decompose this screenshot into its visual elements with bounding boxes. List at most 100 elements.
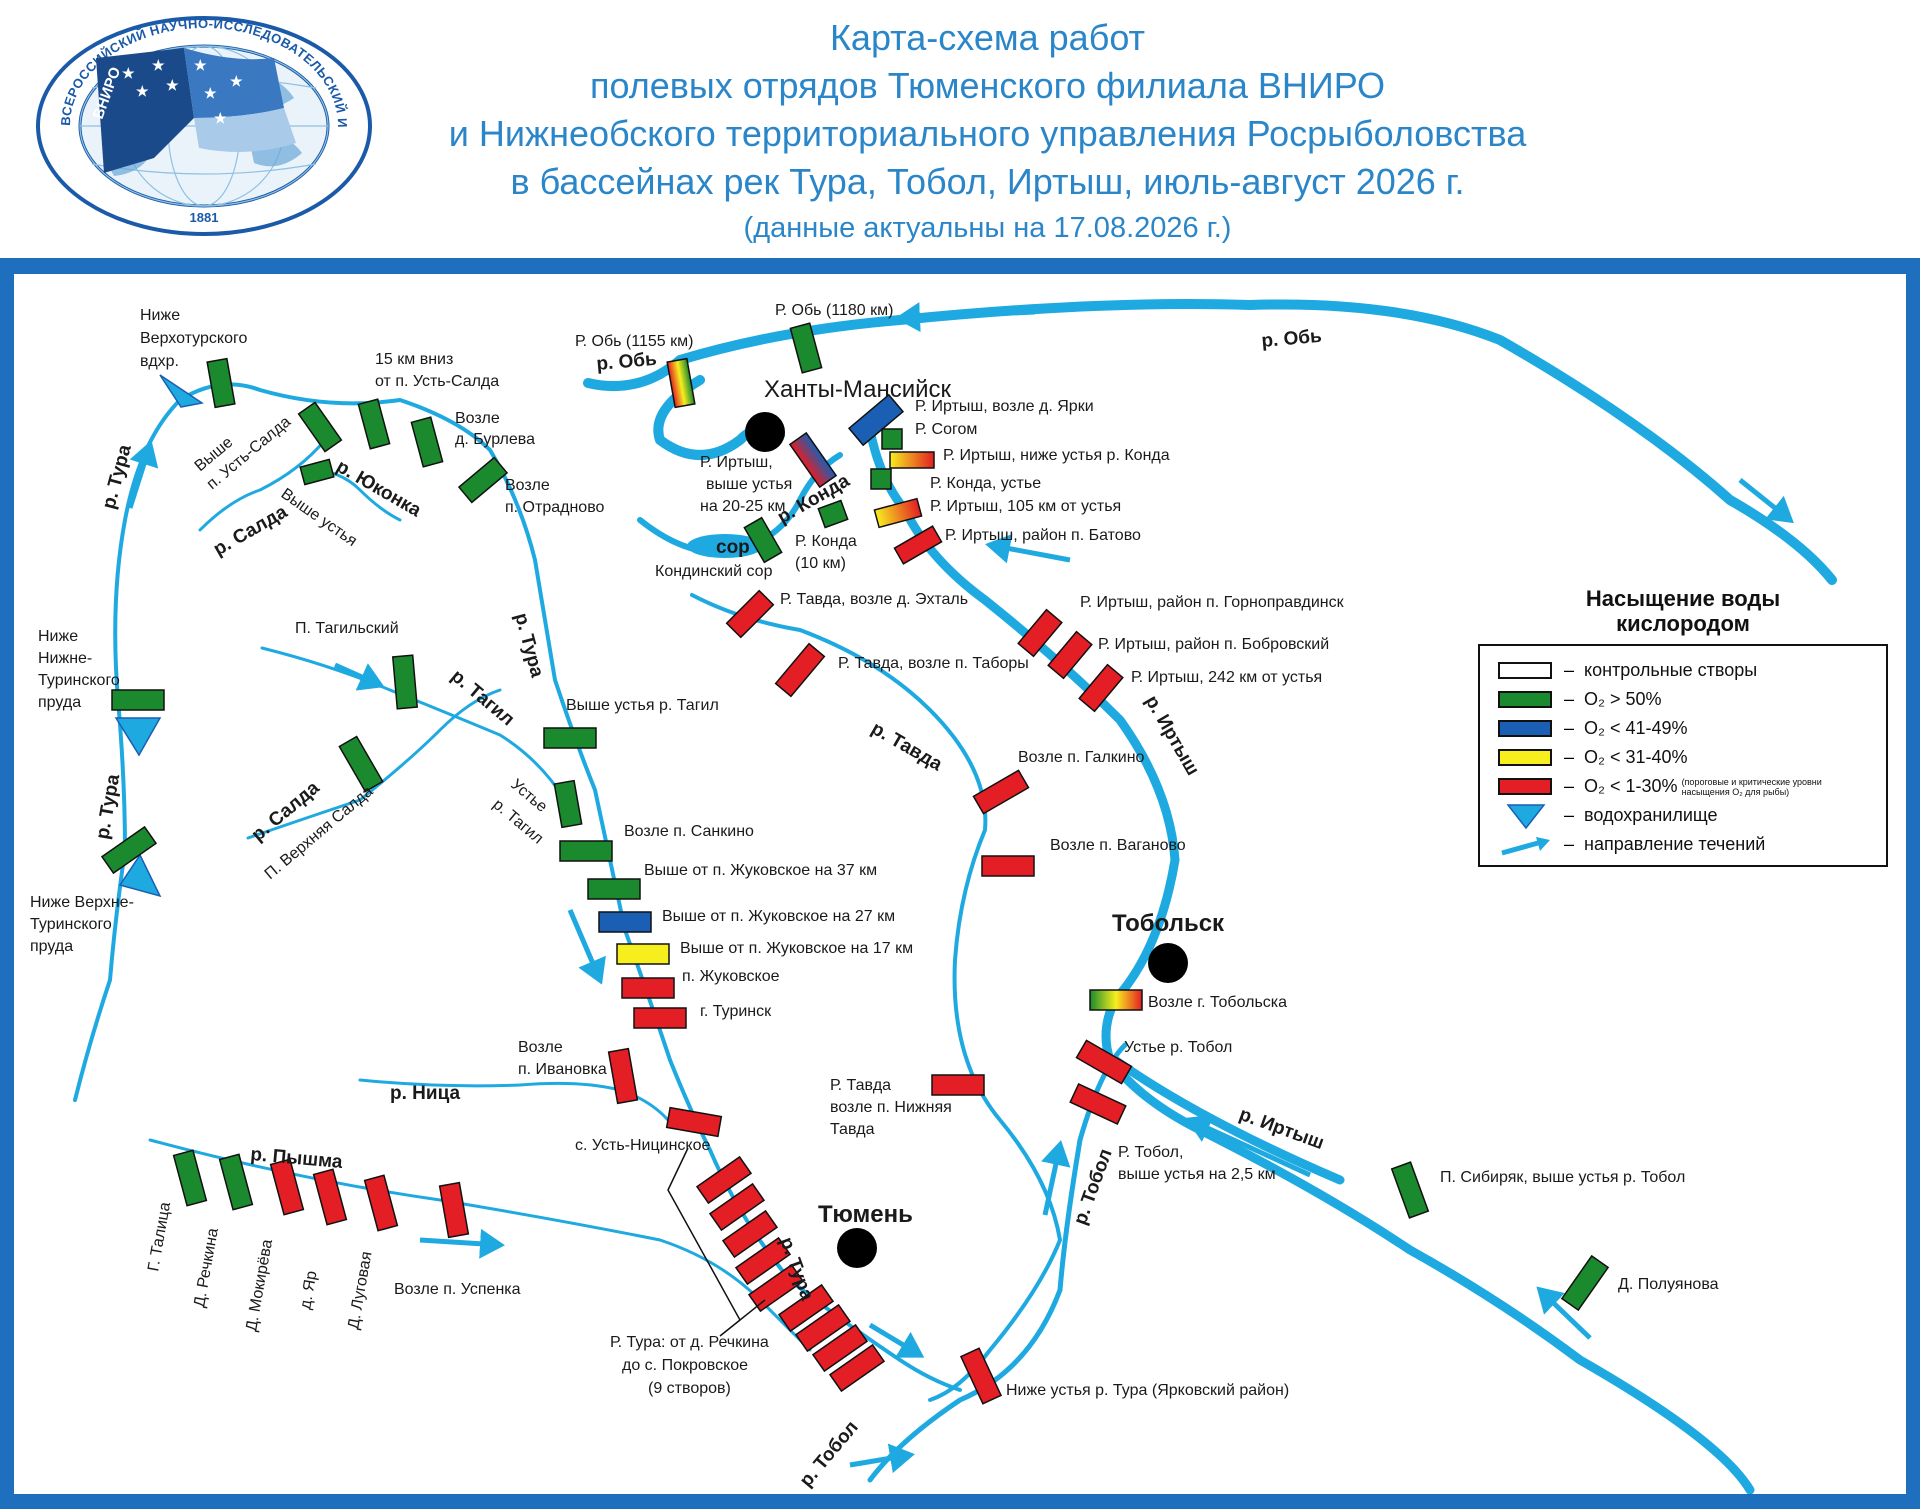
- stations: [100, 322, 1610, 1405]
- river-label-tavda: р. Тавда: [868, 718, 947, 775]
- flow-arrow: [895, 302, 1036, 333]
- flow-arrow: [419, 1228, 505, 1259]
- title-line-1: Карта-схема работ: [829, 17, 1146, 58]
- station-label: П. Верхняя Салда: [262, 783, 377, 883]
- bracket: [667, 1147, 766, 1337]
- station-marker: [1047, 630, 1093, 680]
- station-label: Д. Речкина: [191, 1227, 222, 1309]
- station-marker: [598, 911, 652, 933]
- station-label: Выше от п. Жуковское на 27 км: [662, 908, 895, 925]
- station-marker: [665, 1106, 723, 1138]
- map-frame: р. Обь р. Обь р. Тура р. Тура р. Салда р…: [0, 258, 1920, 1509]
- river-tagil: [260, 646, 567, 802]
- station-marker: [788, 431, 838, 489]
- station-label: Верхотурского: [140, 330, 247, 347]
- flow-arrow: [567, 909, 606, 985]
- station-marker: [789, 322, 823, 374]
- flow-arrow: [849, 1443, 915, 1474]
- station-label: Возле п. Успенка: [394, 1281, 521, 1298]
- legend-swatch-red: [1498, 778, 1552, 795]
- header: ВСЕРОССИЙСКИЙ НАУЧНО-ИССЛЕДОВАТЕЛЬСКИЙ И…: [0, 0, 1920, 258]
- station-label: Р. Иртыш, ниже устья р. Конда: [943, 447, 1170, 464]
- station-marker: [666, 357, 696, 409]
- station-label: (10 км): [795, 555, 846, 572]
- map-area: р. Обь р. Обь р. Тура р. Тура р. Салда р…: [14, 274, 1906, 1495]
- station-label: на 20-25 км: [700, 498, 786, 515]
- flow-arrow: [333, 662, 385, 691]
- legend-box: –контрольные створы –O₂ > 50% –O₂ < 41-4…: [1478, 644, 1888, 867]
- station-marker: [889, 451, 935, 469]
- station-label: Г. Талица: [145, 1201, 174, 1273]
- river-irtysh-east: [1110, 1055, 1345, 1185]
- station-label: Р. Тура: от д. Речкина: [610, 1334, 769, 1351]
- station-marker: [695, 1155, 753, 1205]
- station-marker: [297, 401, 343, 453]
- station-marker: [972, 769, 1030, 815]
- logo-year: 1881: [190, 210, 219, 225]
- river-label-tagil: р. Тагил: [447, 666, 518, 731]
- title-block: Карта-схема работ полевых отрядов Тюменс…: [400, 14, 1575, 250]
- legend-note: (пороговые и критические уровни насыщени…: [1681, 776, 1822, 797]
- station-marker: [616, 943, 670, 965]
- station-marker: [111, 689, 165, 711]
- river-label-nitsa: р. Ница: [390, 1083, 460, 1104]
- station-label: Р. Конда, устье: [930, 475, 1041, 492]
- river-salda2: [246, 688, 502, 840]
- station-marker: [607, 1047, 639, 1105]
- station-label: Р. Иртыш, район п. Горноправдинск: [1080, 594, 1345, 611]
- station-label: Выше устья: [278, 485, 360, 550]
- station-marker: [269, 1158, 305, 1216]
- station-marker: [1078, 663, 1124, 713]
- river-nitsa: [358, 1078, 670, 1122]
- station-marker: [357, 398, 391, 450]
- title-line-2: полевых отрядов Тюменского филиала ВНИРО: [590, 65, 1385, 106]
- station-marker: [1069, 1082, 1127, 1126]
- station-marker: [633, 1007, 687, 1029]
- legend-swatch-yellow: [1498, 749, 1552, 766]
- city-dot-tyumen: [837, 1228, 877, 1268]
- city-dot-khanty: [745, 412, 785, 452]
- station-label: Ниже устья р. Тура (Ярковский район): [1006, 1382, 1289, 1399]
- reservoirs: [114, 374, 204, 898]
- station-label: Д. Луговая: [345, 1250, 375, 1330]
- title-line-4: в бассейнах рек Тура, Тобол, Иртыш, июль…: [510, 161, 1465, 202]
- flow-arrow: [1041, 1140, 1071, 1216]
- station-marker: [410, 416, 444, 468]
- station-marker: [881, 428, 903, 450]
- station-marker: [559, 840, 613, 862]
- station-marker: [543, 727, 597, 749]
- station-label: Возле: [505, 477, 550, 494]
- station-marker: [873, 497, 923, 529]
- legend: Насыщение воды кислородом –контрольные с…: [1478, 586, 1888, 867]
- konda-sor: [687, 534, 763, 558]
- legend-swatch-green: [1498, 691, 1552, 708]
- station-label: Р. Иртыш, возле д. Ярки: [915, 398, 1094, 415]
- station-label: Выше от п. Жуковское на 37 км: [644, 862, 877, 879]
- svg-text:★: ★: [230, 73, 243, 89]
- station-label: Р. Обь (1155 км): [575, 333, 693, 350]
- title-line-5: (данные актуальны на 17.08.2026 г.): [743, 212, 1232, 244]
- station-label: Возле п. Санкино: [624, 823, 754, 840]
- city-label-khanty: Ханты-Мансийск: [764, 376, 952, 403]
- station-marker: [338, 735, 384, 793]
- station-marker: [438, 1181, 470, 1239]
- reservoir-icon: [159, 374, 204, 408]
- station-label: с. Усть-Ницинское: [575, 1137, 710, 1154]
- station-label: Р. Тавда, возле п. Таборы: [838, 655, 1029, 672]
- station-marker: [1089, 989, 1143, 1011]
- station-marker: [743, 516, 783, 564]
- river-label-ob-left: р. Обь: [596, 349, 658, 375]
- flow-arrow: [985, 533, 1071, 564]
- station-label: Р. Иртыш,: [700, 454, 773, 471]
- station-marker: [870, 468, 892, 490]
- legend-label: O₂ < 1-30%: [1584, 776, 1678, 796]
- station-label: Р. Иртыш, 242 км от устья: [1131, 669, 1322, 686]
- river-label-tobol2: р. Тобол: [796, 1417, 863, 1491]
- station-label: выше устья на 2,5 км: [1118, 1166, 1276, 1183]
- station-label: Р. Иртыш, район п. Бобровский: [1098, 636, 1329, 653]
- svg-text:★: ★: [214, 110, 227, 126]
- station-marker: [817, 499, 849, 529]
- station-marker: [734, 1236, 792, 1286]
- legend-label: O₂ < 41-49%: [1584, 718, 1688, 738]
- station-label: Кондинский сор: [655, 563, 773, 580]
